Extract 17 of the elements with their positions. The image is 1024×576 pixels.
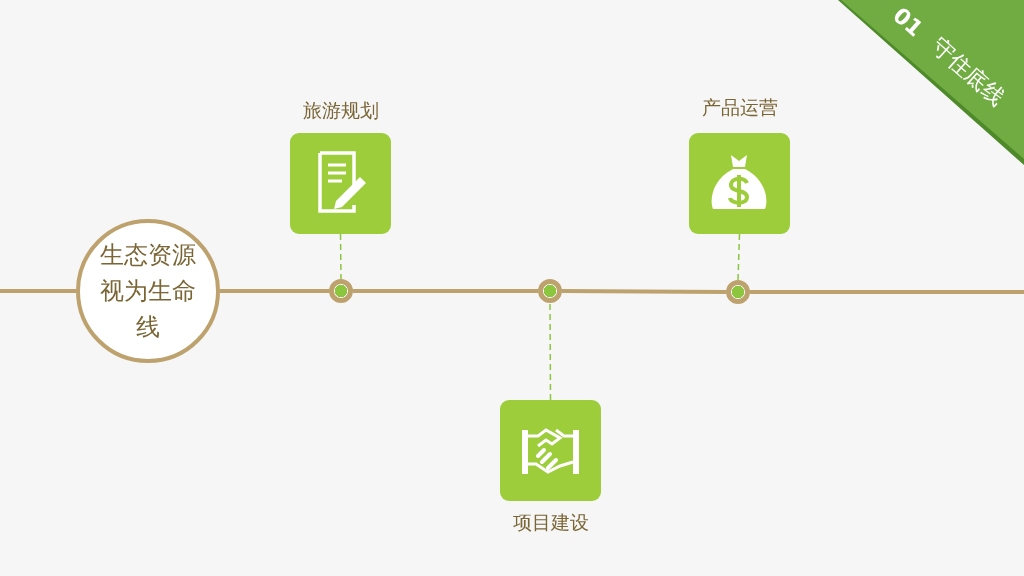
connector-line <box>549 302 552 401</box>
timeline-line <box>220 289 329 293</box>
timeline-line <box>0 289 76 293</box>
circle-text: 生态资源视为生命线 <box>99 240 197 343</box>
timeline-line <box>353 289 538 293</box>
step-title: 项目建设 <box>511 510 590 534</box>
timeline-dot <box>538 279 562 303</box>
connector-line <box>737 233 741 281</box>
section-title: 守住底线 <box>926 32 1011 113</box>
section-number: 01 <box>888 2 928 42</box>
timeline-line <box>562 289 726 294</box>
timeline-dot <box>726 280 750 304</box>
step-title: 产品运营 <box>700 95 779 119</box>
step-title: 旅游规划 <box>301 98 380 122</box>
connector-line <box>339 233 342 280</box>
timeline-line <box>750 290 1024 294</box>
timeline-dot <box>329 279 353 303</box>
